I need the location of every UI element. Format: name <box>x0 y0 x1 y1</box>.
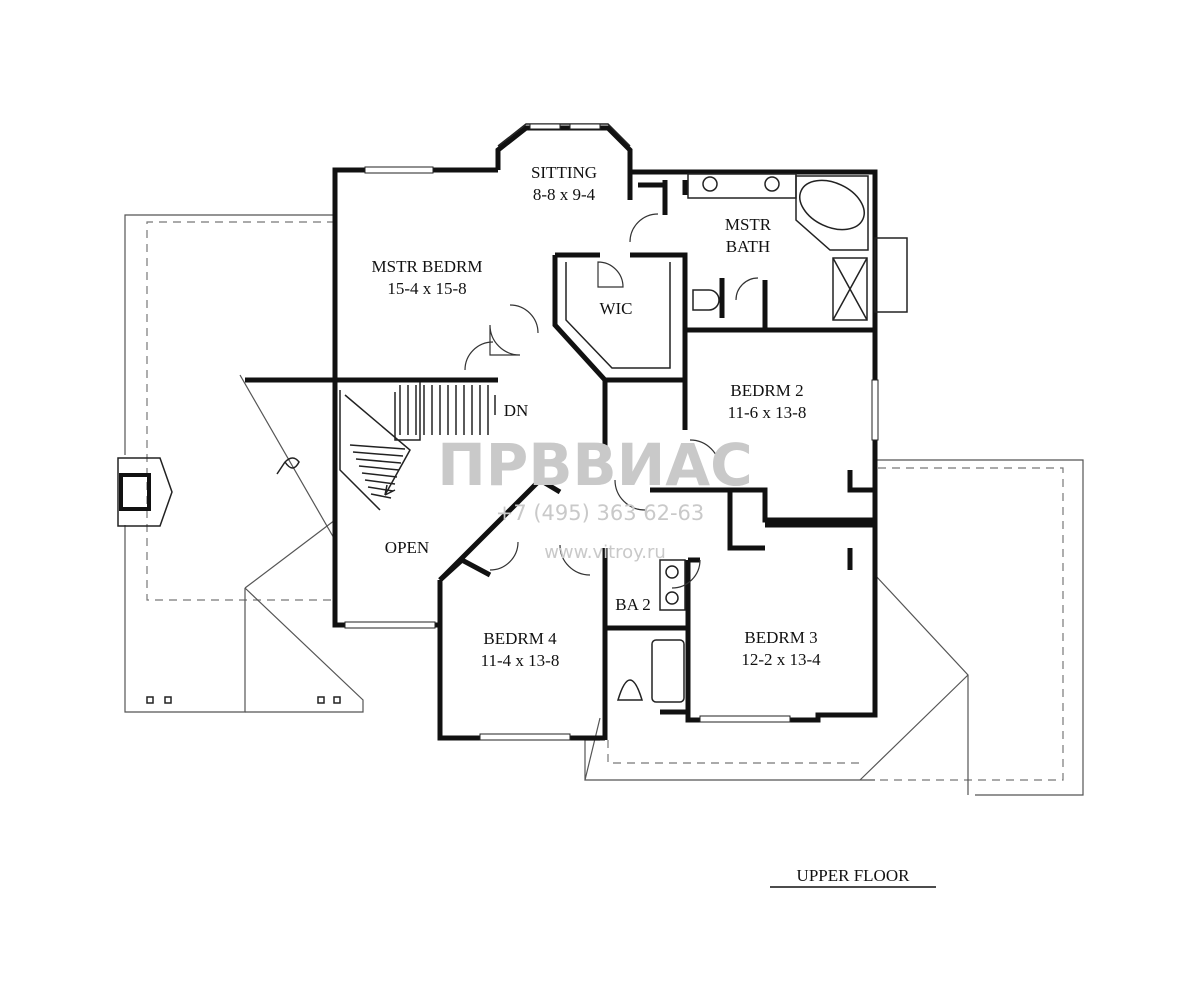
sitting-label: SITTING <box>531 163 597 182</box>
stair-tread <box>364 479 396 485</box>
floor-title-text: UPPER FLOOR <box>797 866 911 885</box>
bedrm4-dims: 11-4 x 13-8 <box>481 651 560 670</box>
bedrm3-label: BEDRM 3 <box>744 628 817 647</box>
floor-title: UPPER FLOOR <box>770 866 936 888</box>
watermark-brand: ПРВВИАС <box>437 431 752 499</box>
stair-tread <box>352 451 404 457</box>
bedrm4-label: BEDRM 4 <box>483 629 557 648</box>
chimney-icon <box>117 457 173 527</box>
room-labels: SITTING 8-8 x 9-4 MSTR BATH MSTR BEDRM 1… <box>372 163 822 670</box>
mstr-bedrm-label: MSTR BEDRM <box>372 257 483 276</box>
stair-tread <box>358 465 400 471</box>
bedrm3-dims: 12-2 x 13-4 <box>741 650 821 669</box>
interior-walls <box>245 172 875 740</box>
staircase <box>339 382 496 511</box>
windows <box>344 166 908 741</box>
stair-tread <box>361 472 398 478</box>
mstr-bath-label: MSTR <box>725 215 772 234</box>
open-label: OPEN <box>385 538 429 557</box>
bedrm2-dims: 11-6 x 13-8 <box>728 403 807 422</box>
watermark-url: www.vitroy.ru <box>544 542 666 563</box>
watermark: ПРВВИАС +7 (495) 363 62-63 www.vitroy.ru <box>437 431 752 563</box>
bedrm2-label: BEDRM 2 <box>730 381 803 400</box>
wic-label: WIC <box>599 299 632 318</box>
mstr-bath-label-2: BATH <box>726 237 770 256</box>
ba2-label: BA 2 <box>615 595 650 614</box>
watermark-phone: +7 (495) 363 62-63 <box>496 501 705 525</box>
mstr-bedrm-dims: 15-4 x 15-8 <box>387 279 466 298</box>
stair-tread <box>349 444 406 450</box>
stair-tread <box>370 493 392 499</box>
sitting-dims: 8-8 x 9-4 <box>533 185 596 204</box>
stair-tread <box>367 486 394 492</box>
stair-tread <box>355 458 402 464</box>
roof-left <box>117 214 364 713</box>
vent-icons <box>146 696 341 704</box>
bath-fixtures <box>616 173 869 703</box>
door-swings <box>464 213 759 589</box>
dn-label: DN <box>504 401 529 420</box>
sitting-bay-window <box>497 123 631 147</box>
